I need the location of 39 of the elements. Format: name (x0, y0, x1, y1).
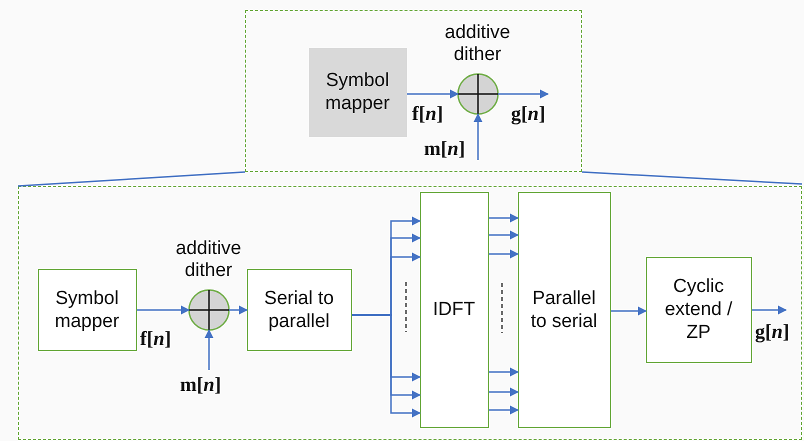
process-box (420, 192, 488, 428)
arrow (498, 90, 549, 98)
arrow (489, 250, 519, 258)
box-label: Symbol mapper (54, 286, 120, 332)
junction-label: additive dither (174, 238, 242, 282)
arrow (204, 329, 214, 370)
zoom-line (18, 171, 246, 187)
arrow (407, 90, 459, 98)
arrow (489, 368, 519, 376)
box-label: Serial to parallel (263, 286, 335, 332)
arrow (474, 113, 482, 160)
box-label: Parallel to serial (530, 286, 598, 332)
arrow (611, 306, 647, 316)
arrow (489, 388, 519, 396)
process-box (646, 256, 752, 362)
signal-label: f[n] (140, 328, 172, 351)
arrow (752, 306, 787, 314)
box-label: Symbol mapper (324, 69, 391, 115)
box-label: Cyclic extend / ZP (664, 275, 734, 344)
zoom-line (582, 171, 802, 185)
arrow (137, 306, 190, 314)
signal-label: g[n] (511, 103, 546, 126)
zoom-frame (18, 186, 802, 440)
process-box (308, 48, 406, 136)
zoom-frame (245, 10, 582, 172)
signal-label: m[n] (180, 374, 222, 397)
junction-label: additive dither (444, 22, 512, 66)
arrow (229, 306, 248, 314)
arrow (489, 214, 519, 222)
signal-label: f[n] (412, 103, 444, 126)
signal-label: g[n] (755, 321, 790, 344)
signal-label: m[n] (424, 138, 466, 161)
process-box (518, 192, 610, 428)
process-box (38, 268, 136, 350)
process-box (246, 268, 352, 350)
arrow (489, 406, 519, 414)
arrow (352, 314, 421, 418)
arrow (489, 230, 519, 240)
box-label: IDFT (432, 298, 476, 321)
